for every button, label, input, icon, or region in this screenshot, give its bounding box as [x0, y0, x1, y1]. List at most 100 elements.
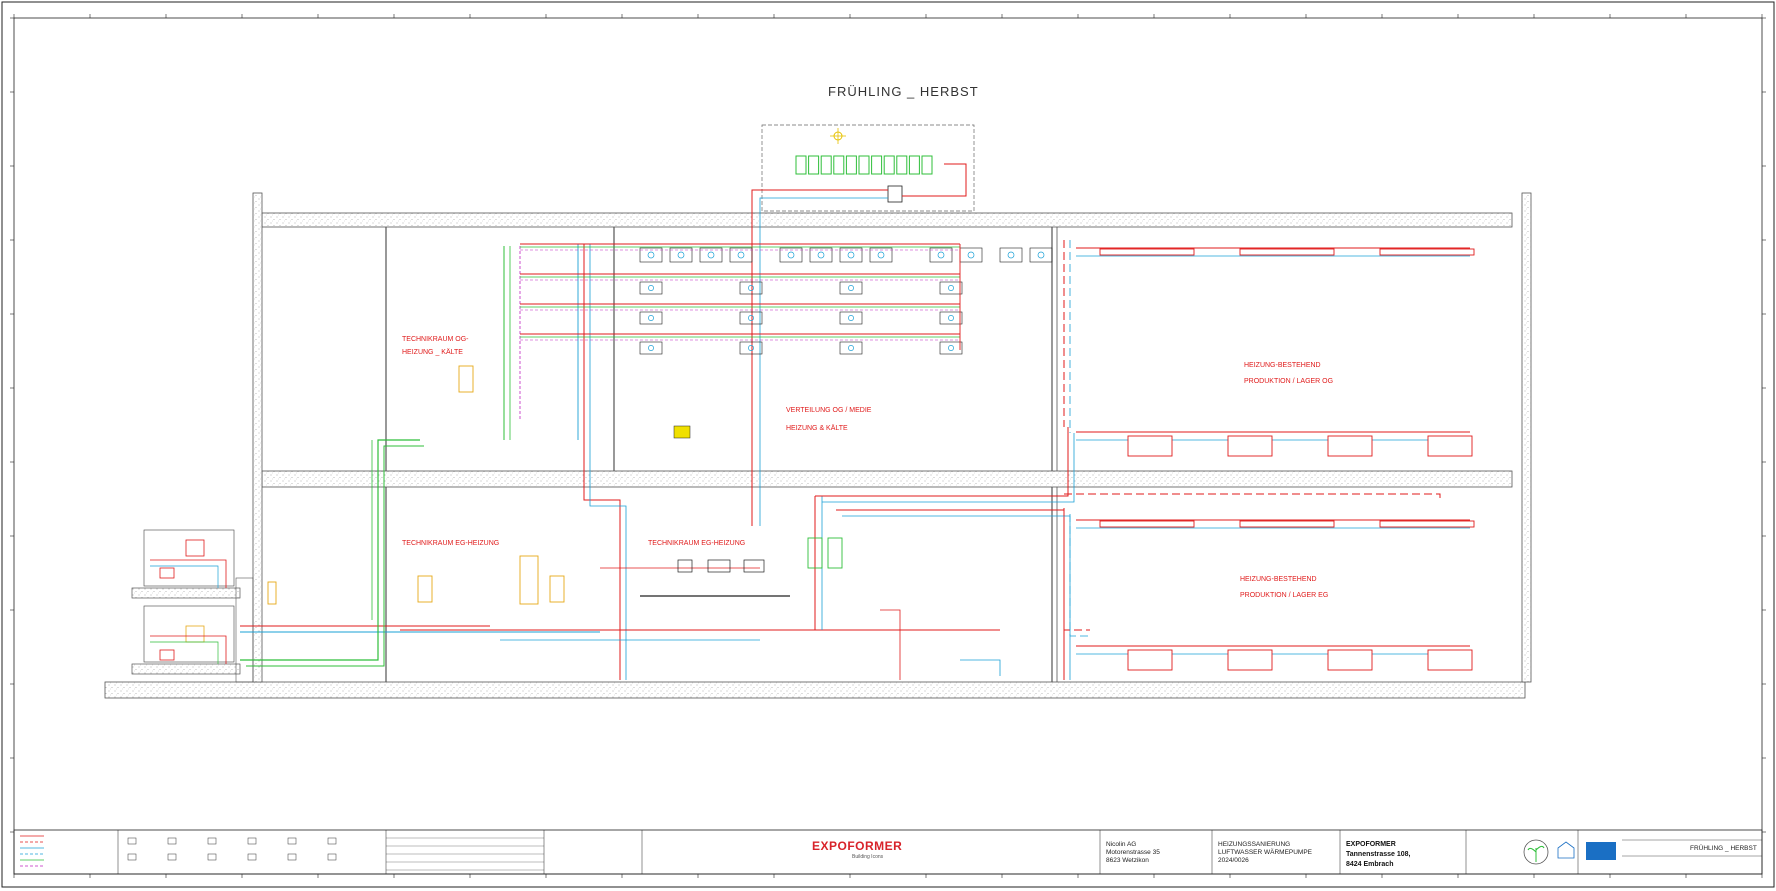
- fan-coil: [839, 311, 863, 325]
- legend-symbol: [167, 853, 177, 861]
- fan-coil-units: [520, 243, 1053, 355]
- radiator: [1239, 520, 1335, 528]
- fan-coil-fan: [648, 315, 654, 321]
- fan-coil-fan: [1037, 251, 1045, 259]
- radiator: [1379, 520, 1475, 528]
- fan-coil: [639, 247, 663, 263]
- radiator: [1099, 248, 1195, 256]
- legend-symbol: [327, 837, 337, 845]
- heatpump-module-row: [795, 155, 933, 175]
- radiator: [1427, 649, 1473, 671]
- legend-symbol: [167, 837, 177, 845]
- brand-logo: EXPOFORMER: [812, 839, 902, 853]
- fan-coil: [929, 247, 953, 263]
- exterior-heatpump-units: [143, 529, 277, 664]
- fan-coil-fan: [848, 315, 854, 321]
- fan-coil-fan: [937, 251, 945, 259]
- radiator: [1327, 649, 1373, 671]
- fan-coil: [639, 341, 663, 355]
- grid-ticks-top: [13, 14, 1763, 878]
- fan-coil-fan: [787, 251, 795, 259]
- fan-coil: [869, 247, 893, 263]
- fan-coil: [739, 311, 763, 325]
- fan-coil: [1029, 247, 1053, 263]
- legend-symbol: [207, 837, 217, 845]
- fan-coil-fan: [847, 251, 855, 259]
- fan-coil-fan: [877, 251, 885, 259]
- heatpump-module: [883, 155, 895, 175]
- radiator: [1379, 248, 1475, 256]
- room-labels: TECHNIKRAUM OG-HEIZUNG _ KÄLTE VERTEILUN…: [402, 336, 1333, 599]
- fan-coil: [839, 281, 863, 295]
- room-label-tech-og: TECHNIKRAUM OG-HEIZUNG _ KÄLTE: [402, 336, 469, 356]
- certification-badge: [1586, 842, 1616, 860]
- heatpump-module: [845, 155, 857, 175]
- fan-coil: [669, 247, 693, 263]
- heatpump-module: [795, 155, 807, 175]
- fan-coil-fan: [948, 345, 954, 351]
- storage-tanks: [417, 365, 843, 605]
- fan-coil-fan: [677, 251, 685, 259]
- legend-symbol: [247, 853, 257, 861]
- room-label-tech-eg-2: TECHNIKRAUM EG-HEIZUNG: [648, 540, 745, 547]
- building-section: [104, 192, 1532, 699]
- heatpump-module: [858, 155, 870, 175]
- radiator: [1099, 520, 1195, 528]
- fan-coil-fan: [967, 251, 975, 259]
- fan-coil: [809, 247, 833, 263]
- fan-coil: [739, 341, 763, 355]
- fan-coil-fan: [648, 285, 654, 291]
- legend-symbol: [207, 853, 217, 861]
- fan-coil-fan: [707, 251, 715, 259]
- radiator: [1239, 248, 1335, 256]
- fan-coil-fan: [848, 285, 854, 291]
- heatpump-module: [833, 155, 845, 175]
- heatpump-module: [808, 155, 820, 175]
- heatpump-module: [921, 155, 933, 175]
- fan-coil: [939, 281, 963, 295]
- sun-icon: [830, 128, 846, 144]
- radiator: [1327, 435, 1373, 457]
- fan-coil: [739, 281, 763, 295]
- fan-coil-fan: [648, 345, 654, 351]
- fan-coil-fan: [948, 315, 954, 321]
- fan-coil-fan: [748, 315, 754, 321]
- radiator: [1227, 435, 1273, 457]
- fan-coil-fan: [737, 251, 745, 259]
- fan-coil-fan: [948, 285, 954, 291]
- radiator: [1227, 649, 1273, 671]
- sheet-title: FRÜHLING _ HERBST: [1690, 844, 1757, 852]
- legend-symbol: [327, 853, 337, 861]
- legend-symbol: [287, 853, 297, 861]
- legend-symbol: [127, 853, 137, 861]
- house-logo-icon: [1557, 841, 1575, 859]
- fan-coil: [939, 341, 963, 355]
- fan-coil: [779, 247, 803, 263]
- legend-symbol: [127, 837, 137, 845]
- room-label-tech-eg: TECHNIKRAUM EG-HEIZUNG: [402, 540, 499, 547]
- radiator: [1427, 435, 1473, 457]
- radiators: [1076, 247, 1475, 671]
- legend-symbol: [287, 837, 297, 845]
- fan-coil-fan: [817, 251, 825, 259]
- plant-logo-icon: [1523, 839, 1549, 865]
- fan-coil: [939, 311, 963, 325]
- heatpump-module: [820, 155, 832, 175]
- fan-coil: [729, 247, 753, 263]
- fan-coil-fan: [647, 251, 655, 259]
- fan-coil-fan: [1007, 251, 1015, 259]
- radiator: [1127, 649, 1173, 671]
- fan-coil-fan: [748, 345, 754, 351]
- fan-coil: [839, 247, 863, 263]
- legend-symbol: [247, 837, 257, 845]
- fan-coil: [959, 247, 983, 263]
- radiator: [1127, 435, 1173, 457]
- heatpump-module: [908, 155, 920, 175]
